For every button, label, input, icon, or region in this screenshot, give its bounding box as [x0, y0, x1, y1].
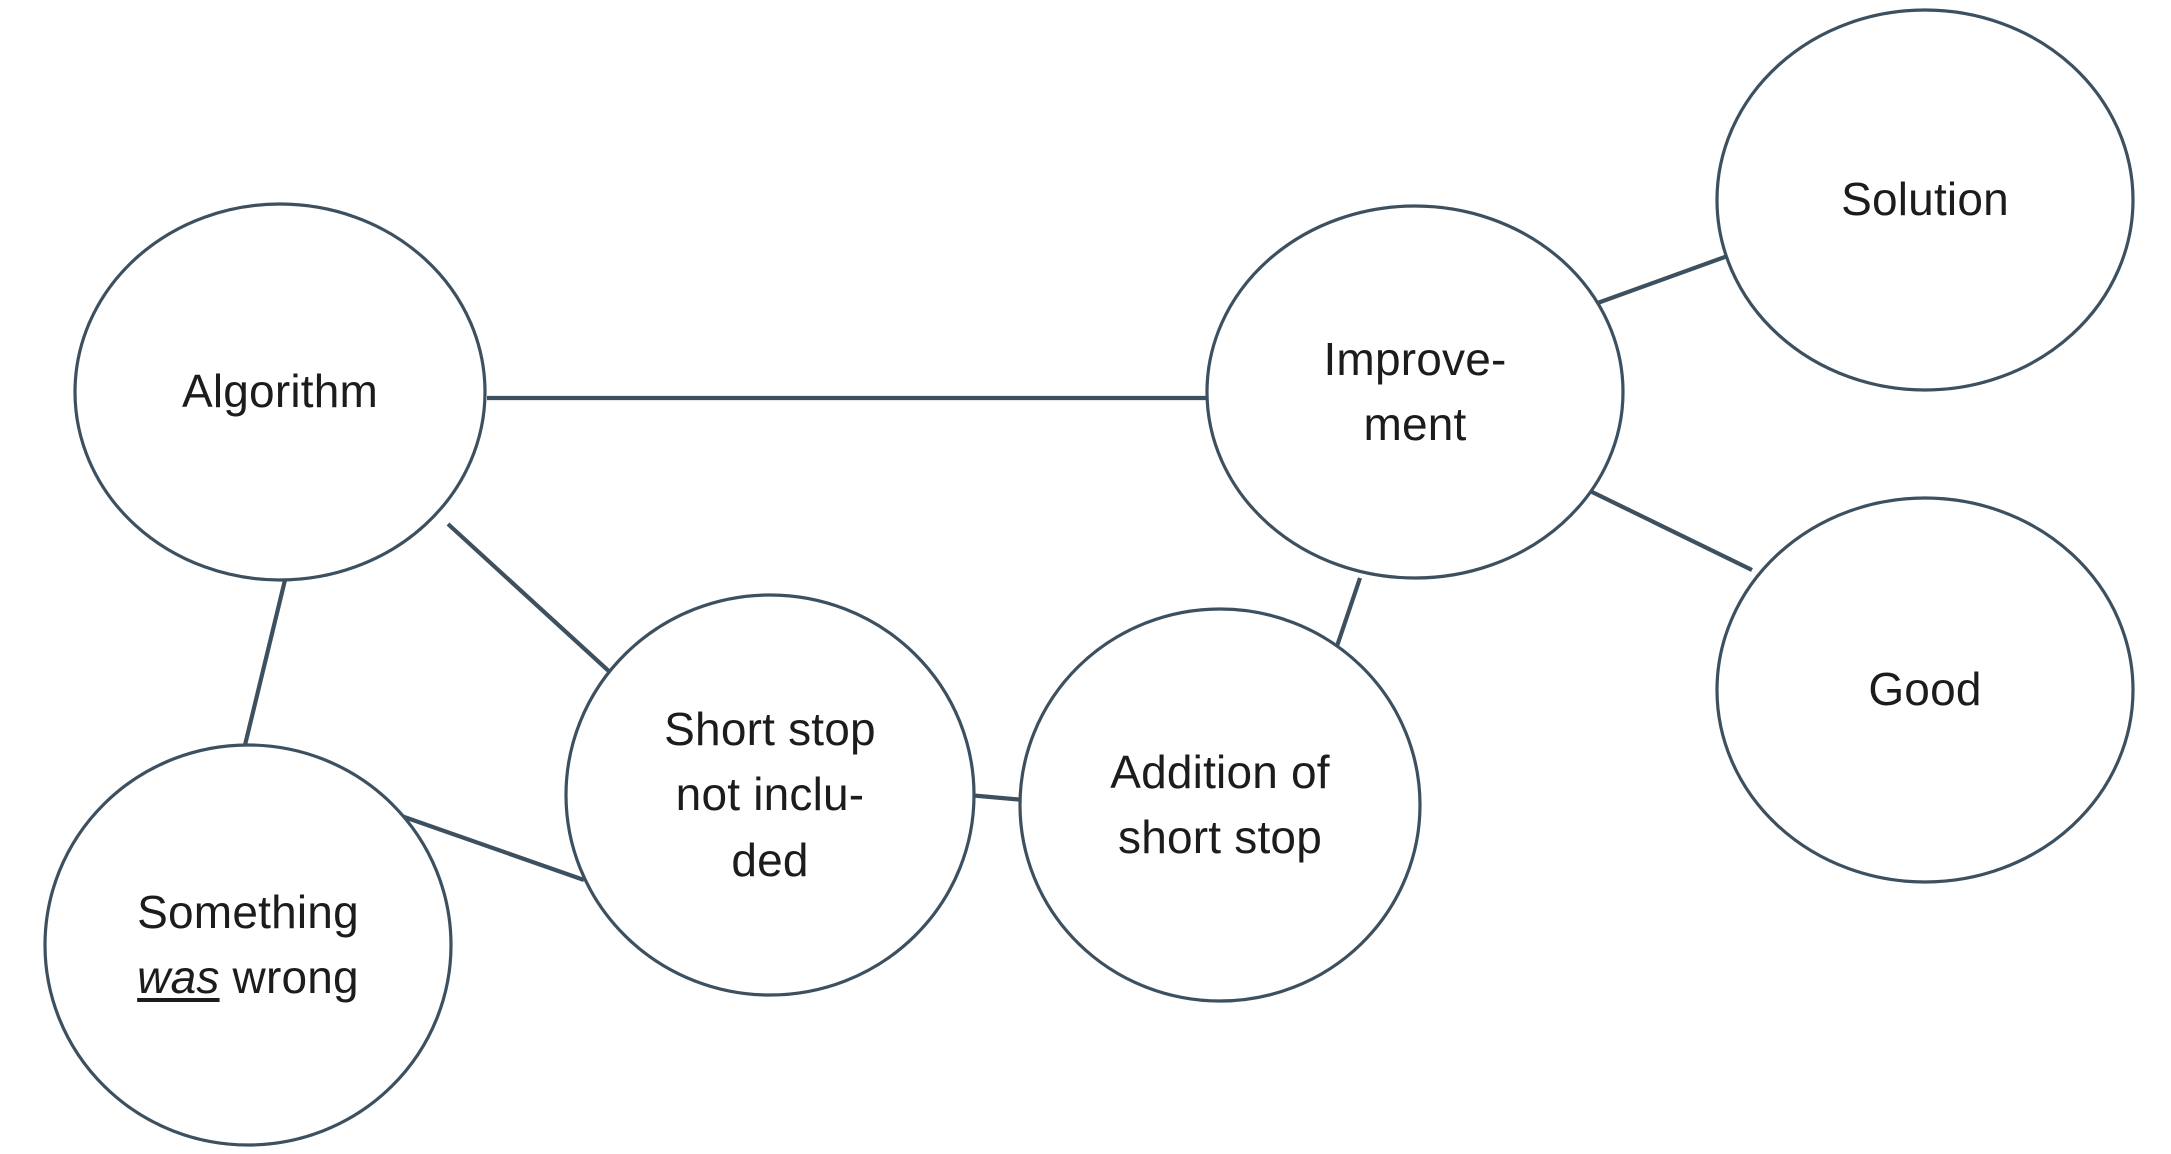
- node-shape-solution[interactable]: [1715, 8, 2135, 392]
- node-shape-something-was-wrong[interactable]: [43, 743, 453, 1147]
- edge-layer: [242, 243, 1759, 882]
- edge-something-was-wrong-short-stop-not-included: [389, 810, 585, 882]
- node-shape-good[interactable]: [1715, 496, 2135, 884]
- edge-short-stop-not-included-addition-of-short-stop: [967, 792, 1025, 803]
- edge-improvement-good: [1587, 488, 1753, 572]
- edge-improvement-addition-of-short-stop: [1332, 577, 1362, 656]
- node-shape-short-stop-not-included[interactable]: [564, 593, 976, 997]
- node-shape-layer: [43, 8, 2135, 1147]
- node-shape-addition-of-short-stop[interactable]: [1018, 607, 1422, 1003]
- edge-algorithm-something-was-wrong: [242, 579, 288, 746]
- node-shape-improvement[interactable]: [1205, 204, 1625, 580]
- node-shape-algorithm[interactable]: [73, 202, 487, 582]
